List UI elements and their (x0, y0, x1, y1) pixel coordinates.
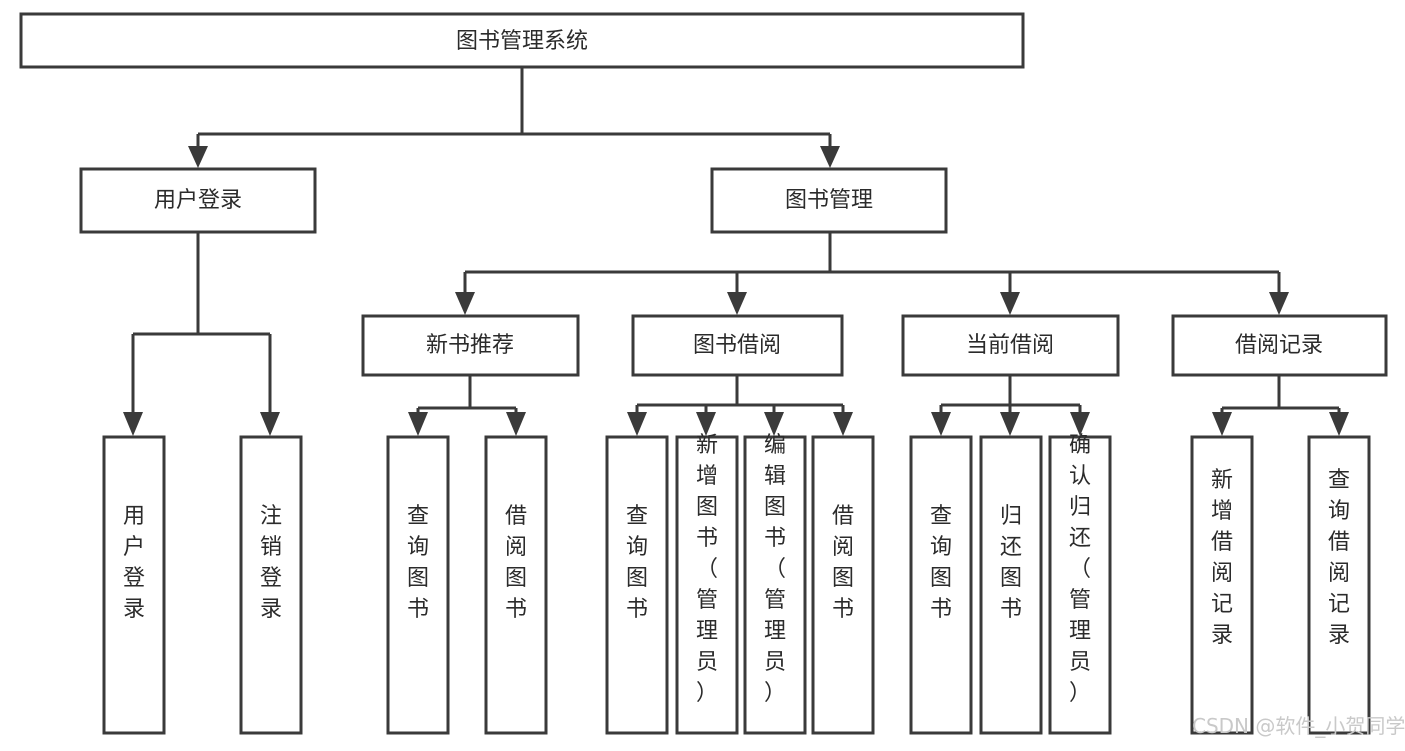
arrowhead-book-borrow-leaf-4 (833, 412, 853, 436)
node-root[interactable]: 图书管理系统 (19, 12, 1025, 69)
connector-layer (123, 67, 1349, 436)
leaf-borrow-records-1[interactable]: 新增借阅记录 (1190, 435, 1254, 735)
node-user-login-label: 用户登录 (154, 188, 242, 213)
arrowhead-borrow-records-leaf-2 (1329, 412, 1349, 436)
node-current-borrow-label: 当前借阅 (966, 333, 1054, 358)
node-book-borrow-label: 图书借阅 (693, 333, 781, 358)
arrowhead-borrow-records-leaf-1 (1212, 412, 1232, 436)
leaf-current-borrow-3[interactable]: 确认归还（管理员） (1048, 433, 1112, 735)
arrowhead-user-login-leaf-2 (260, 412, 280, 436)
leaf-new-book-2[interactable]: 借阅图书 (484, 435, 548, 735)
arrowhead-new-book-leaf-1 (408, 412, 428, 436)
connector-root-trunk (196, 67, 832, 152)
arrowhead-current-borrow-leaf-2 (1000, 412, 1020, 436)
connector-current-borrow-branch (939, 376, 1082, 418)
node-current-borrow[interactable]: 当前借阅 (901, 314, 1120, 377)
connector-user-login-branch (131, 232, 272, 418)
node-book-manage-label: 图书管理 (785, 188, 873, 213)
leaf-current-borrow-2-label: 归还图书 (1000, 504, 1022, 622)
leaf-book-borrow-4-label: 借阅图书 (832, 504, 854, 622)
arrowhead-to-book-borrow (727, 292, 747, 315)
leaf-book-borrow-2-label: 新增图书（管理员） (696, 433, 718, 706)
connector-borrow-records-branch (1220, 376, 1341, 418)
leaf-current-borrow-2[interactable]: 归还图书 (979, 435, 1043, 735)
leaf-new-book-1[interactable]: 查询图书 (386, 435, 450, 735)
arrowhead-new-book-leaf-2 (506, 412, 526, 436)
node-borrow-records[interactable]: 借阅记录 (1171, 314, 1388, 377)
leaf-new-book-1-label: 查询图书 (407, 504, 429, 622)
arrowhead-user-login-leaf-1 (123, 412, 143, 436)
arrowhead-to-user-login (188, 146, 208, 168)
connector-new-book-branch (416, 376, 518, 418)
node-root-label: 图书管理系统 (456, 29, 588, 54)
leaf-new-book-2-label: 借阅图书 (505, 504, 527, 622)
leaf-current-borrow-1-label: 查询图书 (930, 504, 952, 622)
arrowhead-current-borrow-leaf-3 (1070, 412, 1090, 436)
node-new-book-recommend[interactable]: 新书推荐 (361, 314, 580, 377)
leaf-user-login-1[interactable]: 用户登录 (102, 435, 166, 735)
node-user-login[interactable]: 用户登录 (79, 167, 317, 234)
arrowhead-to-current-borrow (1000, 292, 1020, 315)
connector-book-manage-branch (463, 232, 1281, 298)
leaf-book-borrow-3[interactable]: 编辑图书（管理员） (743, 433, 807, 735)
connector-book-borrow-branch (635, 376, 845, 418)
arrowhead-book-borrow-leaf-2 (696, 412, 716, 436)
arrowhead-current-borrow-leaf-1 (931, 412, 951, 436)
leaf-book-borrow-2[interactable]: 新增图书（管理员） (675, 433, 739, 735)
leaf-current-borrow-3-label: 确认归还（管理员） (1069, 433, 1091, 706)
leaf-borrow-records-1-label: 新增借阅记录 (1211, 468, 1233, 648)
leaf-user-login-1-label: 用户登录 (123, 504, 145, 622)
leaf-book-borrow-1-label: 查询图书 (626, 504, 648, 622)
arrowhead-book-borrow-leaf-3 (764, 412, 784, 436)
arrowhead-to-new-book (455, 292, 475, 315)
leaf-book-borrow-3-label: 编辑图书（管理员） (764, 433, 786, 706)
arrowhead-to-book-manage (820, 146, 840, 168)
node-new-book-recommend-label: 新书推荐 (426, 333, 514, 358)
arrowhead-to-borrow-records (1269, 292, 1289, 315)
node-borrow-records-label: 借阅记录 (1235, 333, 1323, 358)
leaf-user-login-2-label: 注销登录 (260, 504, 282, 622)
node-book-manage[interactable]: 图书管理 (710, 167, 948, 234)
node-book-borrow[interactable]: 图书借阅 (631, 314, 844, 377)
leaf-book-borrow-1[interactable]: 查询图书 (605, 435, 669, 735)
leaf-book-borrow-4[interactable]: 借阅图书 (811, 435, 875, 735)
leaf-borrow-records-2[interactable]: 查询借阅记录 (1307, 435, 1371, 735)
csdn-watermark: CSDN @软件_小贺同学 (1192, 714, 1405, 738)
leaf-current-borrow-1[interactable]: 查询图书 (909, 435, 973, 735)
leaf-borrow-records-2-label: 查询借阅记录 (1328, 468, 1350, 648)
arrowhead-book-borrow-leaf-1 (627, 412, 647, 436)
leaf-user-login-2[interactable]: 注销登录 (239, 435, 303, 735)
